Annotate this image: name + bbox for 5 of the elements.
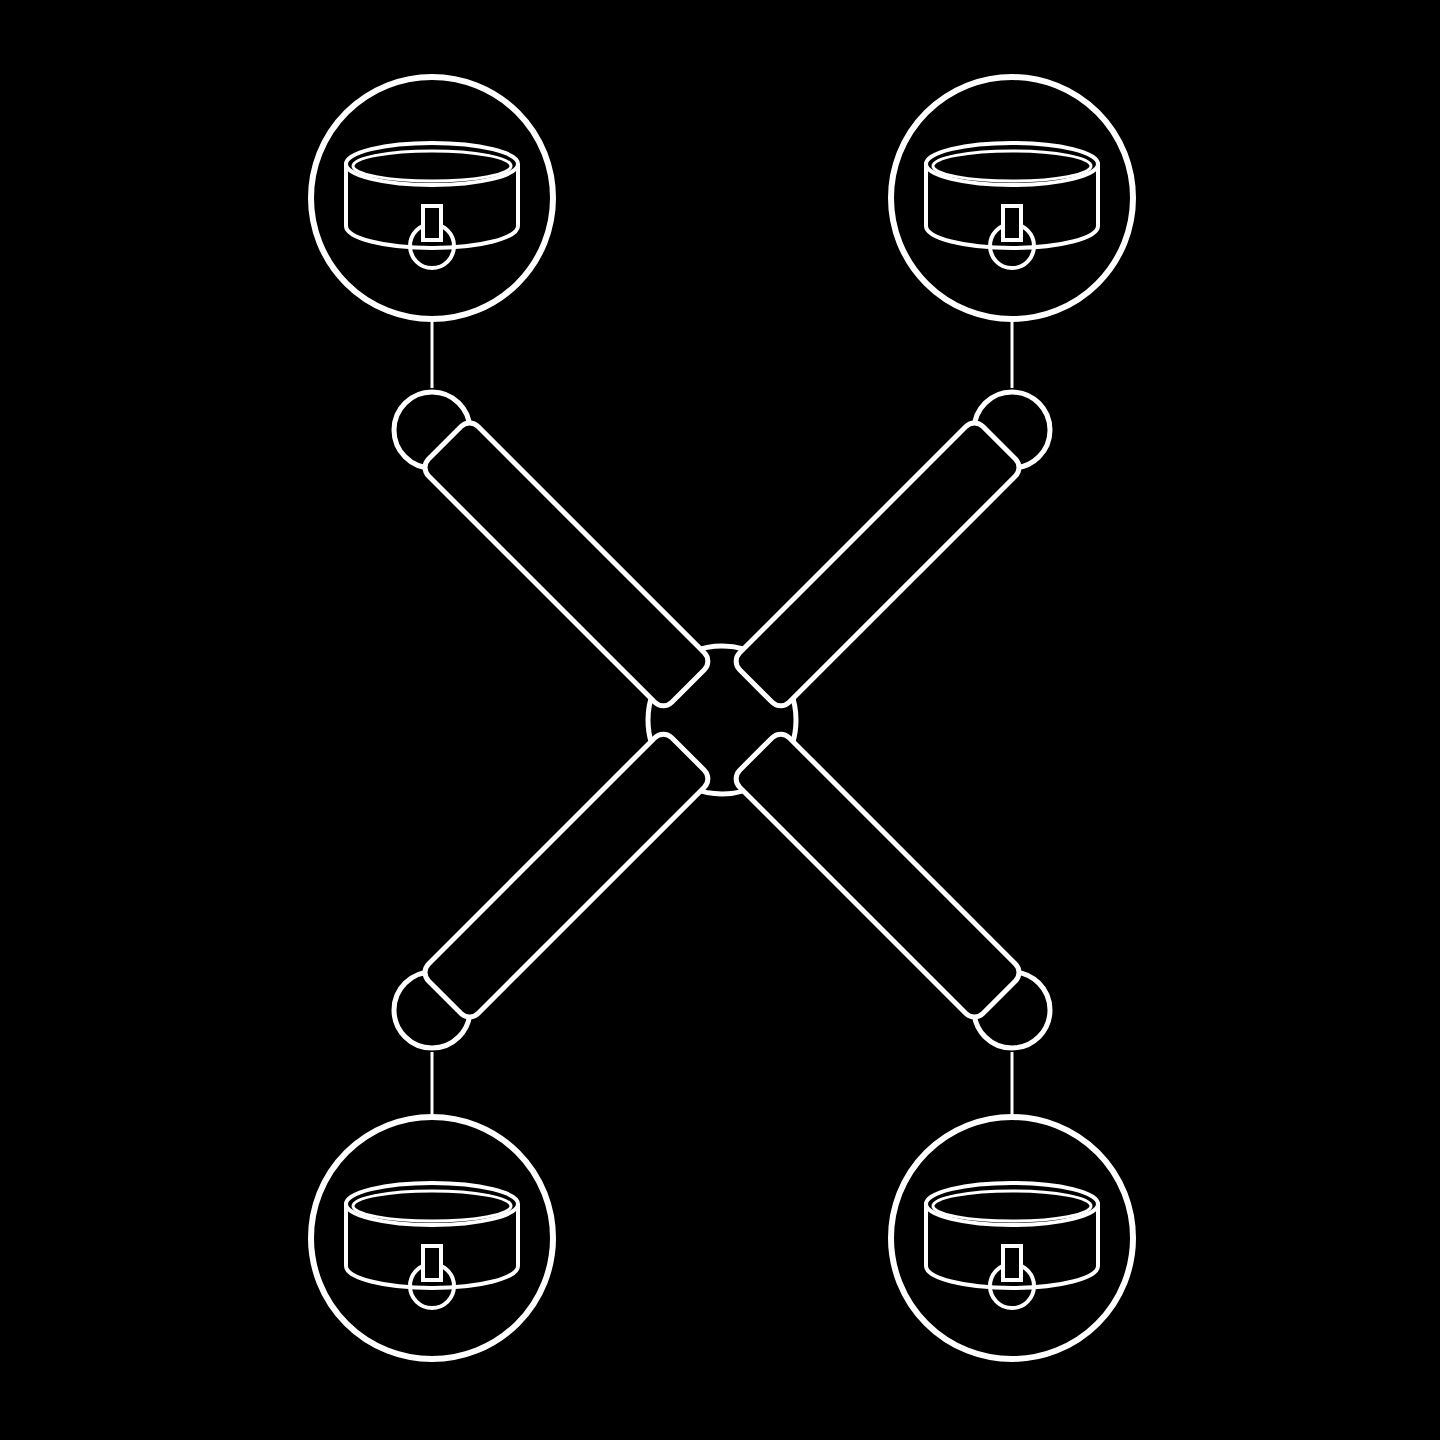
connector-line (1010, 1052, 1014, 1114)
connector-line (430, 1052, 434, 1114)
connector-line (1010, 322, 1014, 388)
connector-line (430, 322, 434, 388)
cross-frame-illustration (390, 388, 1054, 1052)
